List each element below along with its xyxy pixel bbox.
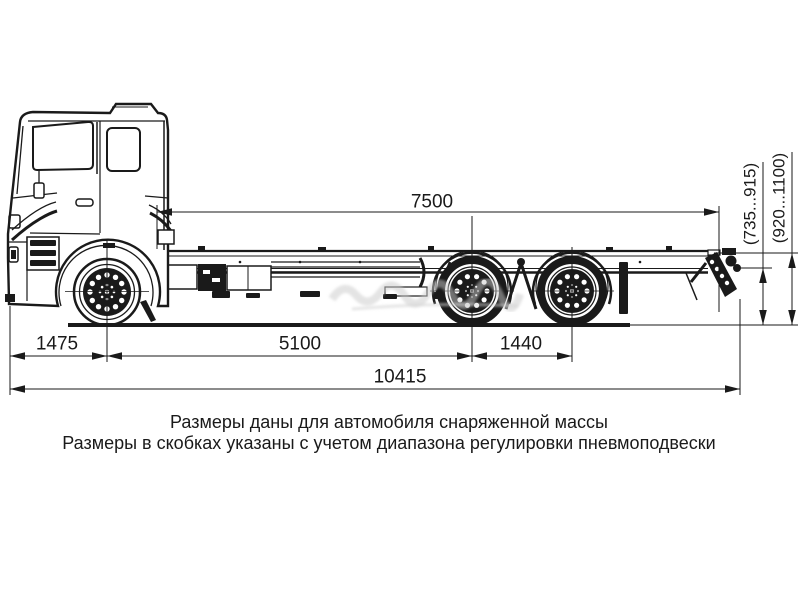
rear-height-upper-range-label: (920...1100) bbox=[769, 152, 789, 244]
dimension-lines bbox=[9, 152, 798, 395]
overall-length-dimension-label: 10415 bbox=[370, 367, 430, 387]
cab bbox=[5, 102, 175, 322]
dimension-arrows bbox=[10, 208, 796, 393]
rear-axle-spacing-dimension-label: 1440 bbox=[496, 334, 546, 354]
note-air-suspension-range: Размеры в скобках указаны с учетом диапа… bbox=[62, 433, 716, 453]
rear-tipping-hinge bbox=[685, 248, 741, 301]
frame-equipment bbox=[165, 257, 428, 299]
front-overhang-dimension-label: 1475 bbox=[32, 334, 82, 354]
wheelbase-dimension-label: 5100 bbox=[275, 334, 325, 354]
frame-length-dimension-label: 7500 bbox=[407, 192, 457, 212]
rear-height-lower-range-label: (735...915) bbox=[740, 162, 760, 246]
note-curb-weight: Размеры даны для автомобиля снаряженной … bbox=[169, 412, 608, 432]
watermark bbox=[328, 277, 524, 312]
